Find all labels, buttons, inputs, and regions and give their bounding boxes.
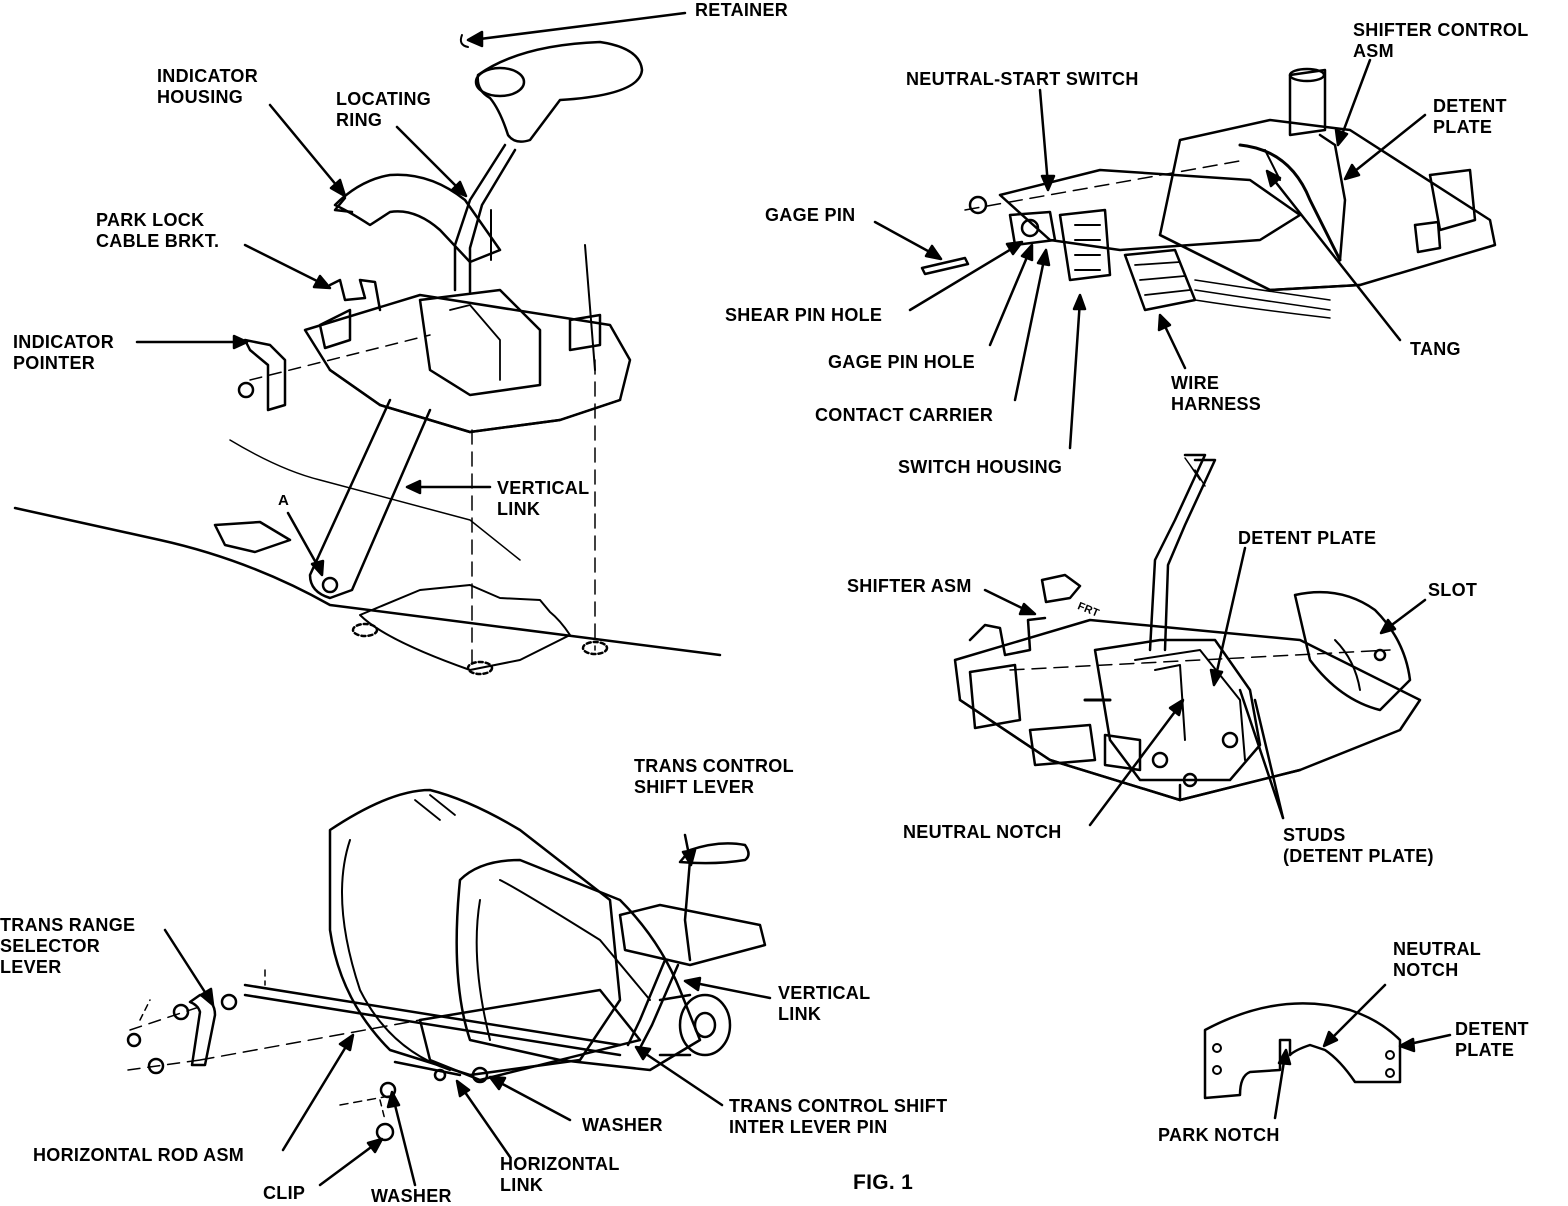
shifter-asm-detent-view bbox=[953, 453, 1422, 802]
label-detent-plate-top: DETENT PLATE bbox=[1433, 96, 1507, 137]
label-washer-right: WASHER bbox=[582, 1115, 663, 1135]
label-switch-housing: SWITCH HOUSING bbox=[898, 457, 1063, 477]
label-trans-control-shift-lever: TRANS CONTROL SHIFT LEVER bbox=[634, 756, 794, 797]
label-vertical-link-bottom: VERTICAL LINK bbox=[778, 983, 871, 1024]
figure-caption: FIG. 1 bbox=[853, 1171, 914, 1194]
label-contact-carrier: CONTACT CARRIER bbox=[815, 405, 994, 425]
label-retainer: RETAINER bbox=[695, 0, 789, 20]
label-vertical-link-top: VERTICAL LINK bbox=[497, 478, 590, 519]
label-neutral-notch: NEUTRAL NOTCH bbox=[903, 822, 1062, 842]
label-slot: SLOT bbox=[1428, 580, 1478, 600]
label-studs-detent-plate: STUDS (DETENT PLATE) bbox=[1283, 825, 1434, 866]
label-park-lock-cable-brkt: PARK LOCK CABLE BRKT. bbox=[96, 210, 220, 251]
label-shifter-control-asm: SHIFTER CONTROL ASM bbox=[1353, 20, 1529, 61]
label-shifter-asm: SHIFTER ASM bbox=[847, 576, 972, 596]
label-park-notch: PARK NOTCH bbox=[1158, 1125, 1280, 1145]
label-neutral-notch-detail: NEUTRAL NOTCH bbox=[1393, 939, 1482, 980]
label-trans-control-shift-inter-lever-pin: TRANS CONTROL SHIFT INTER LEVER PIN bbox=[729, 1096, 948, 1137]
label-clip: CLIP bbox=[263, 1183, 306, 1203]
leader-arrows bbox=[135, 11, 1452, 1187]
transmission-view bbox=[126, 788, 767, 1142]
label-washer-bottom: WASHER bbox=[371, 1186, 452, 1206]
label-horizontal-link: HORIZONTAL LINK bbox=[500, 1154, 620, 1195]
label-indicator-housing: INDICATOR HOUSING bbox=[157, 66, 259, 107]
label-wire-harness: WIRE HARNESS bbox=[1171, 373, 1262, 414]
label-horizontal-rod-asm: HORIZONTAL ROD ASM bbox=[33, 1145, 245, 1165]
label-gage-pin: GAGE PIN bbox=[765, 205, 856, 225]
label-tang: TANG bbox=[1410, 339, 1461, 359]
label-point-a: A bbox=[278, 492, 290, 509]
neutral-start-switch-view bbox=[920, 67, 1497, 319]
label-detent-plate-mid: DETENT PLATE bbox=[1238, 528, 1377, 548]
shifter-assembly-view bbox=[13, 34, 722, 676]
detent-plate-detail bbox=[1203, 1002, 1402, 1100]
label-indicator-pointer: INDICATOR POINTER bbox=[13, 332, 115, 373]
label-trans-range-selector-lever: TRANS RANGE SELECTOR LEVER bbox=[0, 915, 136, 977]
label-neutral-start-switch: NEUTRAL-START SWITCH bbox=[906, 69, 1139, 89]
label-gage-pin-hole: GAGE PIN HOLE bbox=[828, 352, 975, 372]
label-shear-pin-hole: SHEAR PIN HOLE bbox=[725, 305, 883, 325]
label-locating-ring: LOCATING RING bbox=[336, 89, 432, 130]
label-detent-plate-detail: DETENT PLATE bbox=[1455, 1019, 1529, 1060]
